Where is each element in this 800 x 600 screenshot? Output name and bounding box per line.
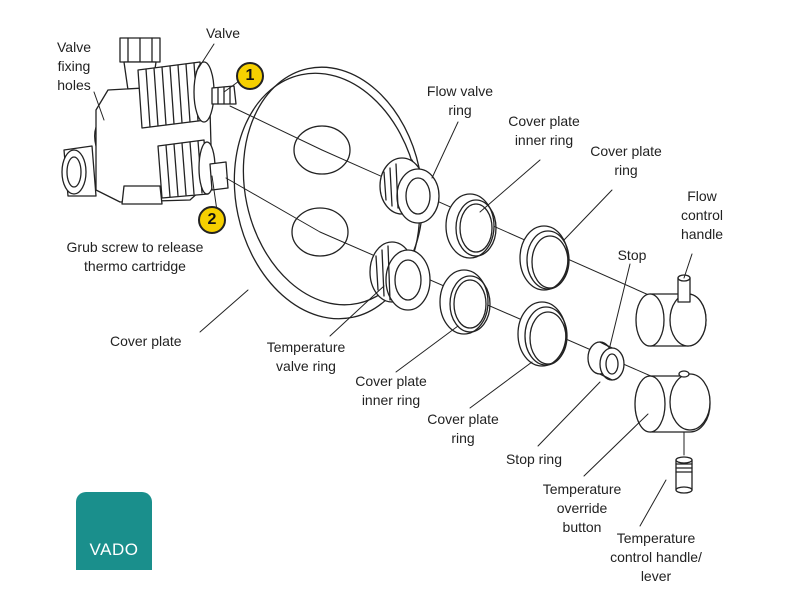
flow-control-handle-drawing — [635, 274, 707, 347]
flow-valve-ring-drawing — [379, 157, 440, 224]
label-stop-ring: Stop ring — [505, 451, 563, 467]
valve-body — [61, 37, 237, 205]
label-flow-control-handle: Flow control handle — [680, 188, 724, 242]
temperature-handle-drawing — [634, 370, 711, 433]
label-cover-plate-inner-ring-top: Cover plate inner ring — [508, 113, 580, 148]
vado-logo: VADO — [76, 492, 152, 570]
cover-plate-inner-ring-bottom-drawing — [439, 269, 491, 335]
label-cover-plate-ring-bottom: Cover plate ring — [427, 411, 499, 446]
label-valve-fixing-holes: Valve fixing holes — [57, 39, 91, 93]
lever-drawing — [675, 456, 693, 494]
temperature-valve-ring-drawing — [369, 241, 431, 311]
stop-drawing — [587, 341, 625, 381]
label-cover-plate-ring-top: Cover plate ring — [590, 143, 662, 178]
label-cover-plate: Cover plate — [110, 333, 182, 349]
label-cover-plate-inner-ring-bottom: Cover plate inner ring — [355, 373, 427, 408]
callout-badge-1: 1 — [236, 62, 264, 90]
cover-plate-ring-bottom-drawing — [517, 301, 568, 367]
label-temperature-override-button: Temperature override button — [542, 481, 622, 535]
callout-badge-2: 2 — [198, 206, 226, 234]
label-grub-screw: Grub screw to release thermo cartridge — [66, 239, 204, 274]
label-temperature-valve-ring: Temperature valve ring — [266, 339, 346, 374]
cover-plate-inner-ring-top-drawing — [445, 193, 497, 259]
label-stop: Stop — [617, 247, 647, 263]
vado-logo-text: VADO — [89, 540, 139, 559]
label-flow-valve-ring: Flow valve ring — [426, 83, 494, 118]
label-temperature-control-handle: Temperature control handle/ lever — [610, 530, 702, 584]
label-valve: Valve — [206, 25, 240, 41]
cover-plate-ring-top-drawing — [519, 225, 570, 291]
